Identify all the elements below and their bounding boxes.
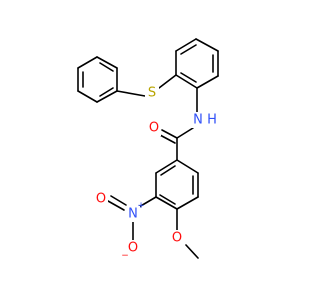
bond [96,56,118,69]
bond-inner [99,87,114,97]
bond-c-s [116,90,146,97]
phenyl-ring [77,56,118,103]
bond [175,38,197,52]
bond-inner [180,72,197,83]
bond [175,74,198,89]
bond-o-ch3 [185,244,199,259]
bond-n-c [176,127,194,139]
bond-s-c [158,74,177,89]
bond-n-o-double [107,200,125,211]
bond-c-o [161,129,178,139]
nitro-oxygen-double-label: O [96,192,106,207]
bond [77,56,98,69]
atom-label-layer: S N H O N + O O − [94,85,217,261]
bond [176,159,199,174]
amide-nitrogen-label: N [193,113,203,128]
bond-n-o [110,195,127,206]
bond [196,75,219,89]
bond-c-o-double [159,134,176,144]
nitro-oxygen-single-label: O [128,241,138,256]
sulfur-atom: S [145,85,159,101]
nitro-nitrogen-charge: + [137,201,145,211]
methoxy-oxygen-atom: O [170,230,184,246]
bond-inner [99,62,114,72]
methoxy-oxygen-label: O [172,231,182,246]
bond-c-no2 [138,196,157,208]
bond [77,90,98,103]
bond-inner [180,44,197,55]
bond [96,90,118,103]
bond-inner [159,194,176,205]
bond [195,38,219,52]
nitro-nitrogen-atom: N + [126,201,145,222]
nitro-oxygen-charge: − [121,251,129,261]
bond-layer [77,38,219,259]
nitro-oxygen-double-atom: O [94,191,108,207]
amide-nitrogen-atom: N H [190,112,217,128]
benzoyl-ring [155,159,199,210]
molecule-structure: S N H O N + O O − [77,38,219,261]
bond [155,159,178,174]
carbonyl-oxygen-atom: O [147,120,161,136]
carbonyl-oxygen-label: O [149,121,159,136]
amide-hydrogen-label: H [207,113,217,128]
nitro-oxygen-single-atom: O − [121,240,140,261]
nitro-nitrogen-label: N [128,207,138,222]
bond [155,196,178,210]
bond-inner [160,165,176,176]
sulfur-label: S [148,86,156,101]
bond [176,196,199,210]
aniline-ring [175,38,219,89]
